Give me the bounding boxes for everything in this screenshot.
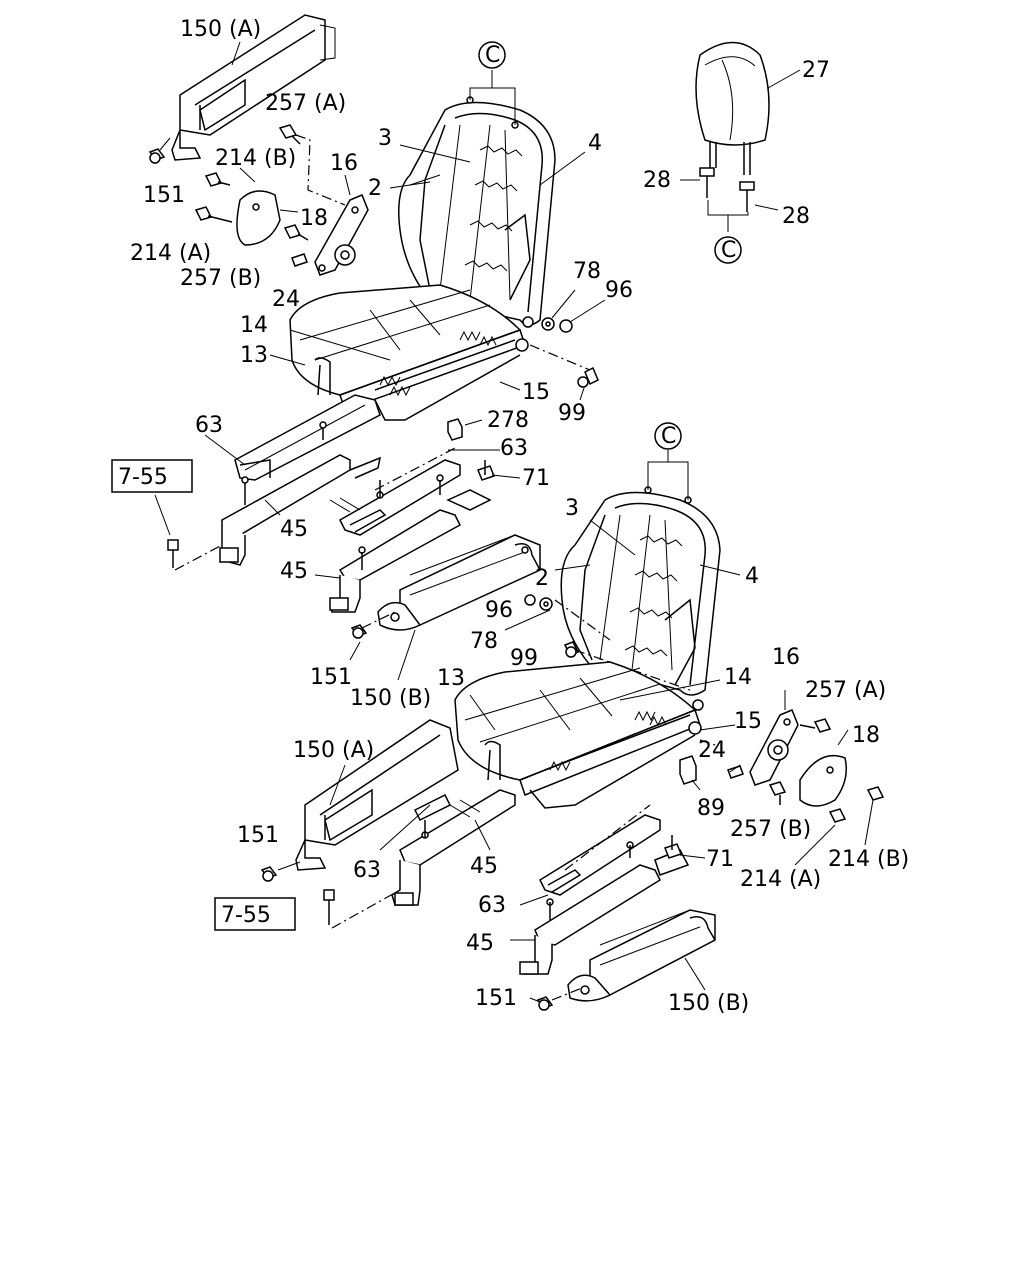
label-151-lower: 151 (237, 823, 279, 848)
callout-c-headrest (714, 236, 742, 264)
label-63-lower-left: 63 (353, 858, 381, 883)
label-78-lower: 78 (470, 629, 498, 654)
lower-seat-cushion (454, 661, 704, 809)
lower-cover-150b (567, 909, 716, 1002)
label-24-upper: 24 (272, 287, 300, 312)
label-150a-lower: 150 (A) (293, 738, 374, 763)
label-214b-lower: 214 (B) (828, 847, 909, 872)
label-16-lower: 16 (772, 645, 800, 670)
ref-box-upper (111, 459, 193, 493)
label-15-lower: 15 (734, 709, 762, 734)
label-71-lower: 71 (706, 847, 734, 872)
label-150b-upper: 150 (B) (350, 686, 431, 711)
label-151-upper-b: 151 (310, 665, 352, 690)
label-ref-7-55-lower: 7-55 (221, 903, 271, 928)
label-257b-upper: 257 (B) (180, 266, 261, 291)
label-63-upper-left: 63 (195, 413, 223, 438)
label-24-lower: 24 (698, 738, 726, 763)
label-2-upper: 2 (368, 176, 382, 201)
label-257b-lower: 257 (B) (730, 817, 811, 842)
label-99-lower: 99 (510, 646, 538, 671)
label-96-lower: 96 (485, 598, 513, 623)
label-18-upper: 18 (300, 206, 328, 231)
label-151-lower-b: 151 (475, 986, 517, 1011)
callout-c-lower (654, 422, 682, 450)
label-214a-upper: 214 (A) (130, 241, 211, 266)
label-151-upper: 151 (143, 183, 185, 208)
label-150a-upper: 150 (A) (180, 17, 261, 42)
label-78-upper: 78 (573, 259, 601, 284)
upper-seat-cushion (289, 284, 534, 421)
label-3-upper: 3 (378, 126, 392, 151)
label-4-lower: 4 (745, 564, 759, 589)
label-28-right: 28 (782, 204, 810, 229)
lower-seat-back-frame (560, 486, 721, 696)
label-ref-7-55-upper: 7-55 (118, 465, 168, 490)
label-63-upper-right: 63 (500, 436, 528, 461)
label-27: 27 (802, 58, 830, 83)
label-3-lower: 3 (565, 496, 579, 521)
upper-cover-150a (171, 14, 336, 161)
lower-cover-150a (295, 719, 459, 871)
label-18-lower: 18 (852, 723, 880, 748)
upper-seat-back-frame (398, 96, 556, 326)
label-14-upper: 14 (240, 313, 268, 338)
label-c-upper: C (485, 43, 500, 68)
ref-box-lower (214, 897, 296, 931)
headrest-guide-28b (739, 181, 779, 212)
label-28-left: 28 (643, 168, 671, 193)
label-150b-lower: 150 (B) (668, 991, 749, 1016)
label-63-lower-right: 63 (478, 893, 506, 918)
label-96-upper: 96 (605, 278, 633, 303)
label-13-upper: 13 (240, 343, 268, 368)
label-257a-lower: 257 (A) (805, 678, 886, 703)
label-71-upper: 71 (522, 466, 550, 491)
label-214a-lower: 214 (A) (740, 867, 821, 892)
label-4-upper: 4 (588, 131, 602, 156)
label-45-lower-left: 45 (470, 854, 498, 879)
label-214b-upper: 214 (B) (215, 146, 296, 171)
upper-recliner (236, 190, 369, 276)
label-c-lower: C (661, 424, 676, 449)
lower-recliner (727, 709, 847, 807)
label-13-lower: 13 (437, 666, 465, 691)
upper-seat-rails (219, 394, 492, 613)
callout-c-upper (478, 41, 506, 69)
headrest-part (695, 41, 770, 175)
label-2-lower: 2 (535, 566, 549, 591)
label-99-upper: 99 (558, 401, 586, 426)
label-89: 89 (697, 796, 725, 821)
label-45-upper-left: 45 (280, 517, 308, 542)
upper-cover-150b (377, 534, 541, 631)
headrest-guide-28a (680, 167, 715, 198)
label-45-lower-right: 45 (466, 931, 494, 956)
label-257a-upper: 257 (A) (265, 91, 346, 116)
label-15-upper: 15 (522, 380, 550, 405)
label-278: 278 (487, 408, 529, 433)
label-45-upper-right: 45 (280, 559, 308, 584)
lower-seat-rails (391, 789, 690, 975)
label-c-headrest: C (721, 238, 736, 263)
label-16-upper: 16 (330, 151, 358, 176)
label-14-lower: 14 (724, 665, 752, 690)
